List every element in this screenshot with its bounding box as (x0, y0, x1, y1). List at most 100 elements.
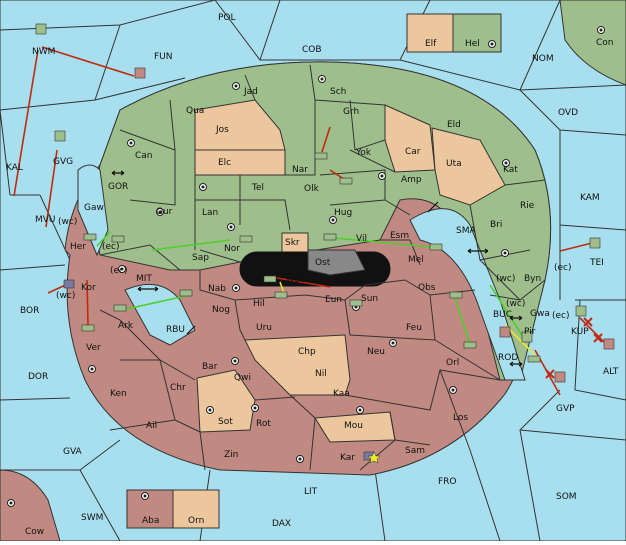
coast-labels: (wc) (ec) (wc) (ec) (wc) (ec) (wc) (ec) (56, 217, 572, 321)
region-elc[interactable] (194, 149, 286, 176)
label-sma: SMA (456, 226, 476, 236)
label-eun: Eun (325, 295, 342, 305)
army-icon (323, 233, 337, 241)
region-car[interactable] (384, 104, 436, 173)
label-tel: Tel (251, 183, 264, 193)
label-vil: Vil (356, 234, 367, 244)
label-tei: TEI (589, 258, 604, 268)
label-gur: Gur (156, 207, 173, 217)
label-sam: Sam (405, 446, 425, 456)
label-esm: Esm (390, 231, 409, 241)
label-kor-ec: (ec) (110, 266, 128, 276)
label-kal: KAL (6, 163, 23, 173)
label-rbu: RBU (166, 325, 185, 335)
label-rie: Rie (520, 201, 535, 211)
label-hel: Hel (465, 39, 480, 49)
label-sch: Sch (330, 87, 346, 97)
label-olk: Olk (304, 184, 320, 194)
label-ovd: OVD (558, 108, 578, 118)
label-dax: DAX (272, 519, 291, 529)
label-kar: Kar (340, 453, 355, 463)
label-aba: Aba (142, 516, 159, 526)
label-ver: Ver (86, 343, 101, 353)
label-car: Car (405, 147, 421, 157)
label-pol: POL (218, 13, 236, 23)
army-icon (463, 341, 477, 349)
label-ark: Ark (118, 321, 134, 331)
units (35, 23, 615, 461)
supply-centers (7, 26, 605, 507)
label-nar: Nar (292, 165, 308, 175)
army-icon (111, 235, 125, 243)
region-ost[interactable] (307, 249, 366, 276)
label-ail: Ail (146, 421, 157, 431)
label-kaa: Kaa (333, 389, 350, 399)
label-mvu: MVU (35, 215, 56, 225)
label-dor: DOR (28, 372, 48, 382)
label-cob: COB (302, 45, 322, 55)
army-icon (83, 233, 97, 241)
label-byn-wc: (wc) (496, 274, 515, 284)
fleet-icon (521, 331, 533, 343)
label-bar: Bar (202, 362, 218, 372)
label-jos: Jos (215, 125, 229, 135)
fleet-icon (134, 67, 146, 79)
label-mou: Mou (344, 421, 363, 431)
label-buc: BUC (493, 310, 512, 320)
label-gvp: GVP (556, 404, 575, 414)
label-kor: Kor (81, 283, 96, 293)
region-sot[interactable] (196, 369, 256, 433)
label-eld: Eld (447, 120, 461, 130)
label-feu: Feu (406, 323, 422, 333)
label-los: Los (453, 413, 468, 423)
label-amp: Amp (401, 175, 422, 185)
label-uru: Uru (256, 323, 272, 333)
fleet-icon (575, 305, 587, 317)
lake-rbu (124, 283, 196, 346)
army-icon (349, 299, 363, 307)
label-gwa: Gwa (530, 309, 550, 319)
failed-order-marks (545, 317, 603, 379)
label-grh: Grh (343, 107, 359, 117)
label-zin: Zin (224, 450, 238, 460)
fleet-icon (554, 371, 566, 383)
label-nab: Nab (208, 284, 226, 294)
label-her-ec: (ec) (102, 242, 120, 252)
army-icon (274, 291, 288, 299)
label-obs: Obs (418, 283, 436, 293)
label-hug: Hug (334, 208, 352, 218)
region-cow[interactable] (0, 469, 61, 542)
label-elf: Elf (425, 39, 437, 49)
label-chp: Chp (298, 347, 316, 357)
label-sap: Sap (192, 253, 209, 263)
army-icon (81, 324, 95, 332)
army-icon (339, 177, 353, 185)
label-con: Con (596, 38, 614, 48)
label-som: SOM (556, 492, 577, 502)
label-web: Web (286, 275, 306, 285)
label-jad: Jad (243, 87, 258, 97)
fleet-icon (589, 237, 601, 249)
label-qwi: Qwi (234, 373, 251, 383)
label-gaw: Gaw (84, 203, 104, 213)
label-nwm: NWM (32, 47, 55, 57)
label-byn: Byn (524, 274, 541, 284)
star-icon (367, 451, 381, 464)
label-neu: Neu (367, 347, 385, 357)
label-mel: Mel (408, 255, 424, 265)
label-rod: ROD (498, 353, 518, 363)
label-her: Her (70, 242, 86, 252)
label-fun: FUN (154, 52, 173, 62)
label-kup: KUP (571, 327, 589, 337)
label-sot: Sot (218, 417, 233, 427)
label-ken: Ken (110, 389, 127, 399)
label-can: Can (135, 151, 153, 161)
label-nog: Nog (212, 305, 230, 315)
label-byn-ec: (ec) (554, 263, 572, 273)
label-gaw-wc: (wc) (58, 217, 77, 227)
fleet-icon (603, 338, 615, 350)
label-nil: Nil (315, 369, 327, 379)
army-icon (527, 355, 541, 363)
label-orn: Orn (188, 516, 204, 526)
